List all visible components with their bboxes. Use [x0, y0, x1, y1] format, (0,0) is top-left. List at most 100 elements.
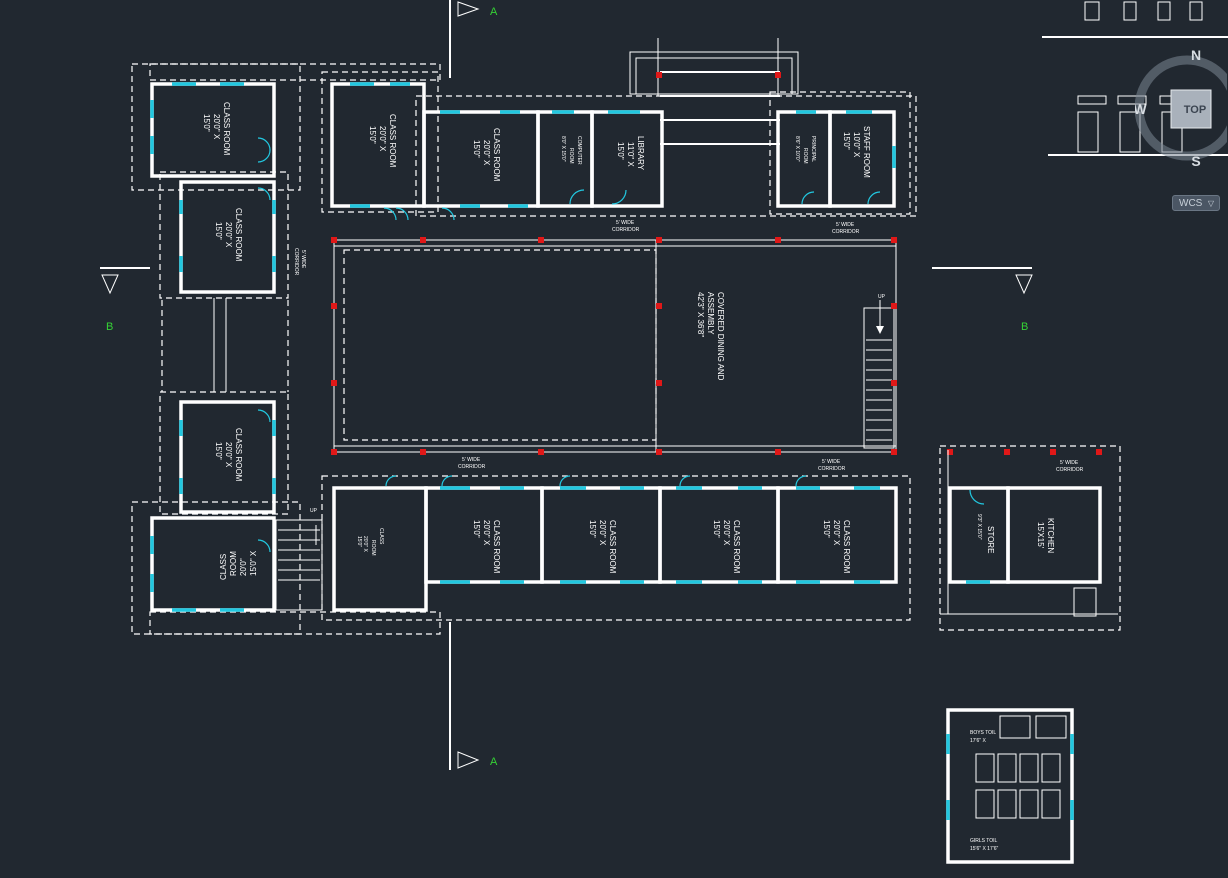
svg-text:10'0" X: 10'0" X: [852, 132, 861, 158]
elevation-detail: [1042, 1, 1228, 156]
entrance-steps: [657, 38, 780, 145]
svg-text:15'X15': 15'X15': [1036, 522, 1045, 549]
section-arrow-icon: [1015, 274, 1033, 295]
svg-text:LIBRARY: LIBRARY: [636, 136, 645, 171]
room-label-principal: PRINCIPAL ROOM 8'6" X 10'0": [794, 136, 816, 164]
corridor-label-south-right: 5' WIDE CORRIDOR: [818, 459, 846, 472]
svg-text:17'6" X: 17'6" X: [970, 738, 986, 744]
svg-text:20'0" X: 20'0" X: [224, 442, 233, 468]
room-label-cr-s1: CLASS ROOM 20'0" X 15'0": [472, 520, 501, 574]
toilet-cubicles: [975, 715, 1067, 819]
compass-north[interactable]: N: [1191, 48, 1201, 63]
room-label-girls-toilet: GIRLS TOIL 15'6" X 17'6": [970, 838, 998, 852]
svg-text:15'0": 15'0": [712, 520, 721, 538]
corridor-label-kitchen: 5' WIDE CORRIDOR: [1056, 460, 1084, 473]
plinth-outline: [131, 51, 1121, 635]
room-label-cr-n1: CLASS ROOM 20'0" X 15'0": [368, 114, 397, 168]
svg-text:20'0" X: 20'0" X: [224, 222, 233, 248]
corridor-label-north-right: 5' WIDE CORRIDOR: [832, 222, 860, 235]
svg-text:9'3" X 15'0": 9'3" X 15'0": [976, 514, 982, 540]
svg-text:ROOM: ROOM: [229, 551, 238, 576]
section-arrow-icon: [457, 1, 480, 17]
room-label-cr-sw-bot: CLASS ROOM 20'0" 15'0" X: [219, 550, 258, 580]
room-label-cr-s4: CLASS ROOM 20'0" X 15'0": [822, 520, 851, 574]
compass-south[interactable]: S: [1191, 153, 1200, 166]
room-label-cr-nw-top: CLASS ROOM 20'0" X 15'0": [202, 102, 231, 156]
columns: [331, 72, 1102, 455]
room-label-cr-n2: CLASS ROOM 20'0" X 15'0": [472, 128, 501, 182]
svg-text:CORRIDOR: CORRIDOR: [612, 227, 640, 233]
svg-text:20'0" X: 20'0" X: [598, 520, 607, 546]
assembly-hall: UP: [333, 239, 897, 453]
svg-text:15'0" X: 15'0" X: [249, 550, 258, 576]
svg-text:CLASS ROOM: CLASS ROOM: [732, 520, 741, 574]
svg-text:CLASS ROOM: CLASS ROOM: [222, 102, 231, 156]
room-label-cr-s-small: CLASS ROOM 20'0" X 15'0": [356, 528, 384, 556]
corridor-label-west: 5' WIDE CORRIDOR: [293, 248, 306, 276]
room-label-library: LIBRARY 11'0" X 15'0": [616, 136, 645, 171]
svg-text:PRINCIPAL: PRINCIPAL: [810, 136, 816, 162]
svg-text:CORRIDOR: CORRIDOR: [832, 229, 860, 235]
wcs-dropdown[interactable]: WCS ▽: [1172, 195, 1220, 211]
svg-text:15'0": 15'0": [822, 520, 831, 538]
west-stair: UP: [275, 508, 323, 611]
compass-west[interactable]: W: [1135, 101, 1147, 117]
svg-text:15'0": 15'0": [214, 442, 223, 460]
svg-text:STAFF ROOM: STAFF ROOM: [862, 126, 871, 178]
svg-text:COMPUTER: COMPUTER: [576, 136, 582, 165]
windows: [150, 82, 1074, 820]
section-line-b: B B: [100, 267, 1033, 333]
room-label-cr-s3: CLASS ROOM 20'0" X 15'0": [712, 520, 741, 574]
svg-text:5' WIDE: 5' WIDE: [616, 220, 635, 226]
compass-ring-icon: N S W TOP: [1135, 48, 1227, 166]
svg-text:15'0": 15'0": [588, 520, 597, 538]
svg-text:CORRIDOR: CORRIDOR: [293, 248, 299, 276]
viewcube-face-top[interactable]: TOP: [1184, 104, 1206, 116]
section-label-b-left: B: [106, 321, 113, 333]
svg-text:CLASS ROOM: CLASS ROOM: [842, 520, 851, 574]
section-arrow-icon: [457, 751, 480, 769]
room-label-staff: STAFF ROOM 10'0" X 15'0": [842, 126, 871, 178]
svg-text:15'0": 15'0": [472, 520, 481, 538]
stair-up-label: UP: [878, 294, 886, 300]
svg-text:CLASS ROOM: CLASS ROOM: [492, 128, 501, 182]
svg-text:20'0": 20'0": [239, 558, 248, 576]
svg-text:KITCHEN: KITCHEN: [1046, 518, 1055, 553]
room-label-cr-nw-mid: CLASS ROOM 20'0" X 15'0": [214, 208, 243, 262]
svg-text:15'0": 15'0": [368, 126, 377, 144]
svg-text:15'6" X 17'6": 15'6" X 17'6": [970, 846, 998, 852]
svg-text:20'0" X: 20'0" X: [482, 140, 491, 166]
svg-text:20'0" X: 20'0" X: [212, 114, 221, 140]
svg-text:15'0": 15'0": [356, 536, 362, 547]
svg-text:CLASS: CLASS: [219, 554, 228, 580]
svg-text:ROOM: ROOM: [568, 148, 574, 164]
svg-text:15'0": 15'0": [214, 222, 223, 240]
section-label-a-top: A: [490, 6, 498, 18]
svg-text:20'0" X: 20'0" X: [722, 520, 731, 546]
svg-text:CLASS ROOM: CLASS ROOM: [492, 520, 501, 574]
wcs-label: WCS: [1179, 198, 1203, 209]
svg-text:5' WIDE: 5' WIDE: [300, 250, 306, 269]
svg-text:CLASS: CLASS: [378, 528, 384, 545]
svg-text:20'0" X: 20'0" X: [482, 520, 491, 546]
viewcube[interactable]: N S W TOP: [1135, 48, 1227, 166]
svg-text:20'0" X: 20'0" X: [362, 536, 368, 552]
room-label-kitchen: KITCHEN 15'X15': [1036, 518, 1055, 553]
svg-text:CLASS ROOM: CLASS ROOM: [388, 114, 397, 168]
svg-text:CLASS ROOM: CLASS ROOM: [234, 428, 243, 482]
svg-text:ASSEMBLY: ASSEMBLY: [706, 292, 715, 335]
svg-text:5' WIDE: 5' WIDE: [836, 222, 855, 228]
svg-text:15'0": 15'0": [472, 140, 481, 158]
svg-text:15'0": 15'0": [616, 142, 625, 160]
svg-text:CLASS ROOM: CLASS ROOM: [608, 520, 617, 574]
svg-text:42'3" X 36'8": 42'3" X 36'8": [696, 292, 705, 337]
svg-text:COVERED DINING AND: COVERED DINING AND: [716, 292, 725, 381]
svg-text:8'0" X 15'0": 8'0" X 15'0": [560, 136, 566, 162]
svg-text:20'0" X: 20'0" X: [378, 126, 387, 152]
section-line-a: A A: [449, 0, 498, 770]
section-label-a-bottom: A: [490, 756, 498, 768]
svg-text:5' WIDE: 5' WIDE: [822, 459, 841, 465]
svg-text:CORRIDOR: CORRIDOR: [458, 464, 486, 470]
